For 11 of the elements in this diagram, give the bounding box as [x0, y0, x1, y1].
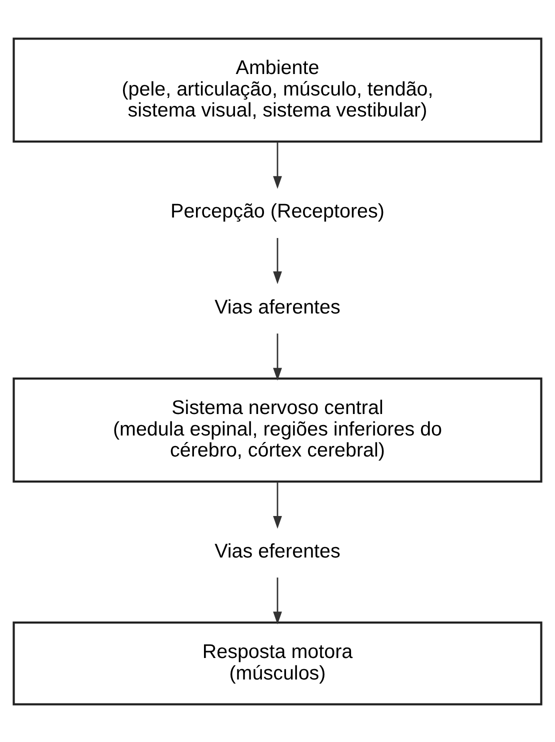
- arrow: [273, 142, 282, 188]
- arrow: [273, 238, 282, 284]
- arrow: [273, 333, 282, 380]
- node-text: Percepção (Receptores): [170, 200, 384, 222]
- node-text: Vias aferentes: [214, 296, 340, 318]
- arrow: [273, 577, 282, 624]
- arrow: [273, 482, 282, 528]
- node-box: Sistema nervoso central (medula espinal, regiões inferiores do cérebro, córtex cerebral): [12, 377, 542, 482]
- node-box: Ambiente (pele, articulação, músculo, tendão, sistema visual, sistema vestibular): [12, 37, 542, 142]
- node-text: Vias eferentes: [214, 540, 340, 562]
- node-box: Resposta motora (músculos): [12, 621, 542, 705]
